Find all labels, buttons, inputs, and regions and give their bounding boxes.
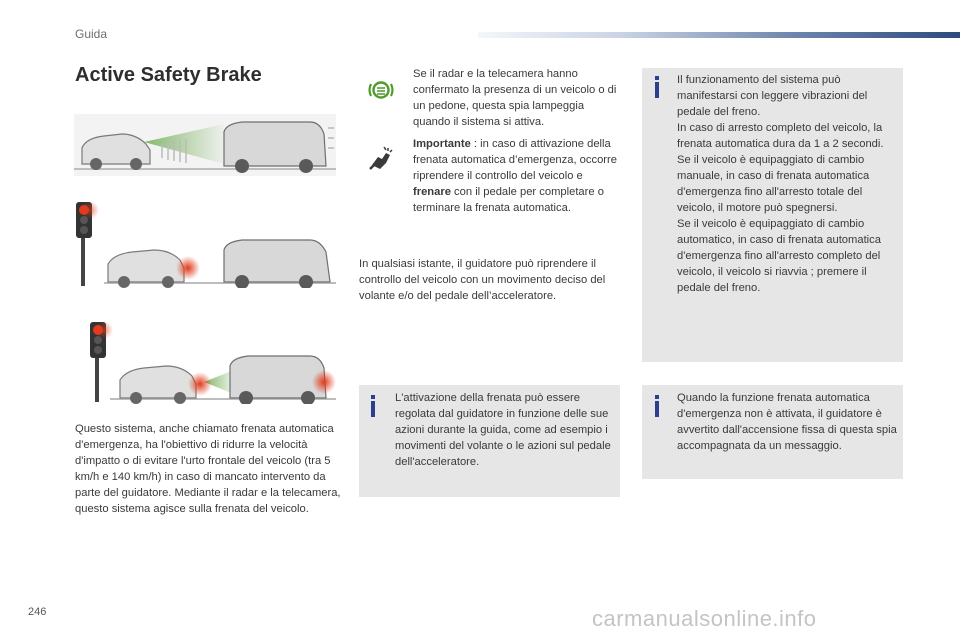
brake-warning-icon <box>368 81 394 99</box>
important-label: Importante <box>413 138 471 150</box>
section-label: Guida <box>75 27 108 41</box>
important-bold: frenare <box>413 186 451 198</box>
info-icon <box>371 395 375 417</box>
info-line: Se il veicolo è equipaggiato di cambio a… <box>677 218 881 294</box>
illustration-radar-detection <box>74 114 336 176</box>
illustration-emergency-braking <box>74 198 336 288</box>
info-box-right-top <box>642 68 903 362</box>
illustration-vehicle-stopping <box>74 318 336 404</box>
important-text-2: con il pedale per completare o terminare… <box>413 186 604 214</box>
important-note: Importante : in caso di attivazione dell… <box>413 136 623 216</box>
info-box-right-top-text: Il funzionamento del sistema può manifes… <box>677 72 899 296</box>
description-paragraph: Questo sistema, anche chiamato frenata a… <box>75 423 341 515</box>
info-icon <box>655 76 659 98</box>
info-line: Il funzionamento del sistema può manifes… <box>677 74 868 118</box>
driver-override-paragraph: In qualsiasi istante, il guidatore può r… <box>359 258 606 302</box>
info-icon <box>655 395 659 417</box>
important-text-1: : in caso di attivazione della frenata a… <box>413 138 617 182</box>
info-line: In caso di arresto completo del veicolo,… <box>677 122 884 150</box>
info-line: Se il veicolo è equipaggiato di cambio m… <box>677 154 870 214</box>
info-box-right-bottom-text: Quando la funzione frenata automatica d'… <box>677 392 897 452</box>
info-box-right-bottom <box>642 385 903 479</box>
warning-light-description: Se il radar e la telecamera hanno confer… <box>413 68 617 128</box>
page-number: 246 <box>28 606 47 618</box>
page-title: Active Safety Brake <box>75 64 262 86</box>
header-bar <box>478 32 960 38</box>
watermark: carmanualsonline.info <box>592 606 817 631</box>
hand-brake-pedal-icon <box>369 146 393 170</box>
info-box-middle-text: L'attivazione della frenata può essere r… <box>395 392 611 468</box>
info-box-middle <box>359 385 620 497</box>
